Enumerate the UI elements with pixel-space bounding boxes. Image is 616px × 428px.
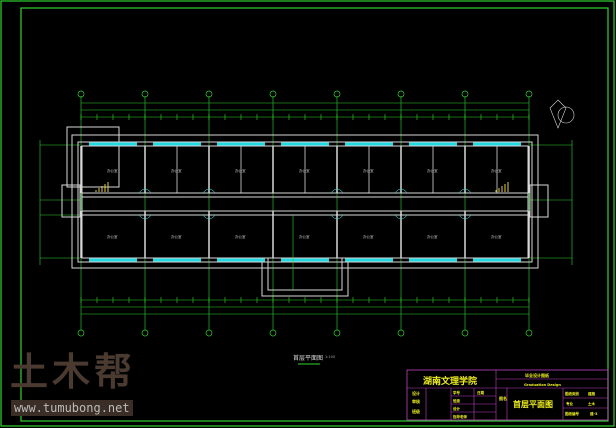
axis-bubble-top	[205, 90, 213, 98]
corridor-wall-top	[81, 192, 529, 198]
axis-bubble-top	[269, 90, 277, 98]
sheet-number: 建-3	[589, 411, 598, 416]
room-label: 办公室	[235, 168, 246, 173]
label-tutor: 指导老师	[453, 414, 467, 419]
corridor-wall-bottom	[81, 210, 529, 216]
label-major: 专业	[566, 401, 574, 406]
room-label: 办公室	[107, 234, 118, 239]
axis-bubble-top	[77, 90, 85, 98]
axis-bubble-bottom	[397, 329, 405, 337]
project-subtitle: Graduation Design	[524, 383, 561, 387]
room-label: 办公室	[171, 168, 182, 173]
label-student-id: 学号	[453, 390, 461, 395]
axis-bubble-bottom	[333, 329, 341, 337]
floor-plan: 办公室办公室办公室办公室办公室办公室办公室办公室办公室办公室办公室办公室办公室办…	[39, 90, 575, 337]
door-swing	[202, 188, 216, 220]
room-label: 办公室	[363, 168, 374, 173]
section-callout-box	[66, 126, 120, 188]
room-label: 办公室	[107, 168, 118, 173]
door-swing	[138, 188, 152, 220]
room-label: 办公室	[427, 234, 438, 239]
axis-bubble-bottom	[77, 329, 85, 337]
watermark-url: www.tumubong.net	[11, 400, 133, 416]
axis-bubble-bottom	[525, 329, 533, 337]
door-swing	[458, 188, 472, 220]
axis-bubble-bottom	[269, 329, 277, 337]
room-label: 办公室	[299, 234, 310, 239]
north-arrow-icon	[549, 99, 567, 129]
axis-bubble-top	[525, 90, 533, 98]
axis-bubble-bottom	[141, 329, 149, 337]
label-design-2: 设计	[453, 406, 461, 411]
label-type: 图纸类别	[565, 391, 579, 396]
inner-frame	[20, 7, 609, 422]
room-label: 办公室	[235, 234, 246, 239]
room-label: 办公室	[491, 234, 502, 239]
sheet-title: 首层平面图	[513, 399, 553, 409]
axis-bubble-top	[461, 90, 469, 98]
room-label: 办公室	[299, 168, 310, 173]
entrance-porch-inner	[267, 257, 343, 291]
room-label: 办公室	[171, 234, 182, 239]
room-label: 办公室	[427, 168, 438, 173]
label-drawing-name: 图名	[499, 395, 507, 401]
axis-bubble-top	[397, 90, 405, 98]
right-stair-bay	[529, 184, 549, 218]
project-name: 毕业设计图纸	[525, 372, 549, 378]
door-swing	[330, 188, 344, 220]
major-value: 土木	[588, 401, 596, 406]
axis-bubble-top	[141, 90, 149, 98]
label-design: 设计	[412, 390, 420, 396]
outer-apron	[71, 134, 539, 269]
left-stair-bay	[61, 184, 81, 218]
title-block: 湖南文理学院 毕业设计图纸 Graduation Design 首层平面图 设计…	[406, 369, 609, 421]
label-class-2: 班级	[453, 398, 461, 403]
exterior-wall	[77, 141, 533, 263]
plan-caption-text: 首层平面图	[293, 354, 323, 362]
door-swing	[394, 188, 408, 220]
label-class: 班级	[412, 408, 421, 414]
plan-scale-text: 1:100	[325, 355, 335, 359]
north-arrow-circle	[557, 106, 575, 124]
plan-caption: 首层平面图 1:100	[293, 354, 335, 365]
watermark-logo: 土木帮	[10, 350, 137, 394]
axis-bubble-top	[333, 90, 341, 98]
axis-bubble-bottom	[461, 329, 469, 337]
label-check: 审核	[412, 398, 420, 404]
label-date: 日期	[477, 390, 485, 395]
room-label: 办公室	[491, 168, 502, 173]
axis-bubble-bottom	[205, 329, 213, 337]
label-sheet-no: 图纸编号	[565, 411, 579, 416]
school-name: 湖南文理学院	[423, 375, 477, 387]
type-value: 建施	[587, 391, 596, 396]
room-label: 办公室	[363, 234, 374, 239]
